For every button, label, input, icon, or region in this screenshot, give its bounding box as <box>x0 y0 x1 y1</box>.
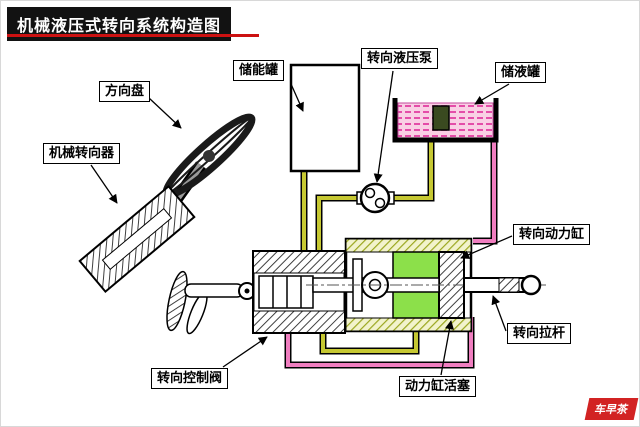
label-piston: 动力缸活塞 <box>399 376 477 397</box>
pipe-valve-to-left-chamber <box>321 331 418 353</box>
steering-wheel <box>162 113 256 199</box>
steering-tie-rod <box>306 274 546 296</box>
steering-power-cylinder <box>312 237 473 333</box>
pipe-pump-to-valve <box>317 196 361 253</box>
reservoir-filter <box>432 105 450 131</box>
pipe-reservoir-to-pump <box>391 141 433 200</box>
leader-control-valve <box>222 336 268 368</box>
leader-piston <box>440 320 454 376</box>
leader-steering-wheel <box>148 97 182 129</box>
leader-pump <box>373 70 394 183</box>
steering-hydraulic-pump <box>356 182 395 214</box>
leader-power-cylinder <box>460 235 513 259</box>
title-underline <box>7 34 259 37</box>
leader-reservoir <box>474 83 510 105</box>
tie-rod-end <box>520 274 542 296</box>
label-tie-rod: 转向拉杆 <box>507 323 572 344</box>
mechanical-steering-gear <box>78 184 196 294</box>
watermark-logo: 车早茶 <box>584 398 639 420</box>
leader-tie-rod <box>491 295 507 332</box>
leader-steering-gear <box>90 164 118 204</box>
reservoir-tank <box>392 98 499 143</box>
label-control-valve: 转向控制阀 <box>151 368 229 389</box>
pipe-cylinder-to-reservoir <box>473 141 496 243</box>
accumulator-tank <box>289 63 361 173</box>
label-reservoir: 储液罐 <box>495 62 547 83</box>
label-steering-gear: 机械转向器 <box>43 143 121 164</box>
leader-lines <box>90 70 513 376</box>
label-accumulator: 储能罐 <box>233 60 285 81</box>
label-pump: 转向液压泵 <box>361 48 439 69</box>
leader-accumulator <box>290 83 304 112</box>
pipe-valve-to-right-chamber <box>286 317 473 367</box>
pitman-linkage <box>166 270 256 335</box>
label-power-cylinder: 转向动力缸 <box>513 224 591 245</box>
label-steering-wheel: 方向盘 <box>99 81 151 102</box>
hydraulic-pipes <box>284 141 498 369</box>
